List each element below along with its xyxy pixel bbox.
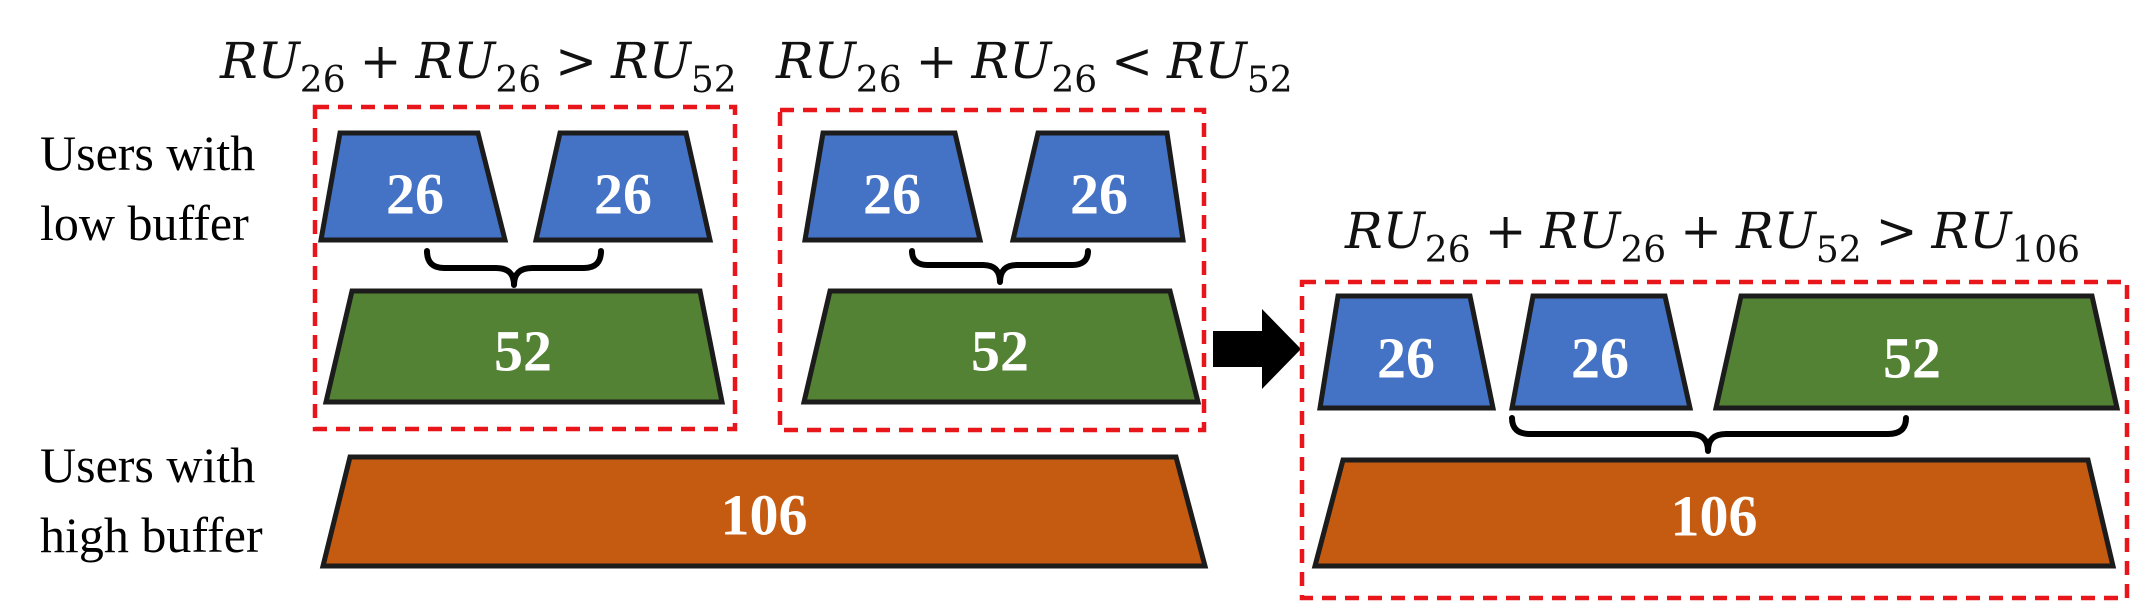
left-brace (424, 248, 604, 288)
mid-ru52-block (800, 288, 1202, 405)
mid-ru52-label: 52 (971, 319, 1029, 384)
low-buffer-label-line2: low buffer (40, 195, 249, 251)
right-ru52-label: 52 (1883, 326, 1941, 391)
right-ru26-block-b (1508, 293, 1694, 411)
left-ru52-block (322, 288, 726, 405)
condition-right: RU26+RU26+RU52>RU106 (1344, 202, 2080, 271)
mid-ru26-block-a (802, 130, 984, 243)
right-ru106-block (1311, 457, 2117, 569)
right-ru26-block-a (1317, 293, 1497, 411)
condition-middle: RU26+RU26<RU52 (775, 32, 1293, 101)
right-brace (1509, 415, 1909, 454)
right-ru26-label-a: 26 (1377, 326, 1435, 391)
mid-ru26-block-b (1009, 130, 1186, 243)
middle-brace (909, 248, 1091, 285)
left-ru26-block-b (532, 130, 714, 243)
right-ru106-label: 106 (1671, 484, 1758, 549)
right-arrow-icon (1213, 309, 1301, 389)
high-buffer-label-line2: high buffer (40, 507, 263, 563)
low-buffer-label-line1: Users with (40, 125, 255, 181)
right-ru52-block (1712, 293, 2121, 411)
middle-group-box (777, 107, 1207, 433)
left-ru26-block-a (318, 130, 509, 243)
high-ru106-block (319, 454, 1209, 569)
mid-ru26-label-b: 26 (1070, 162, 1128, 227)
high-ru106-label: 106 (721, 483, 808, 548)
left-ru52-label: 52 (494, 319, 552, 384)
right-group-box (1299, 279, 2130, 601)
right-ru26-label-b: 26 (1571, 326, 1629, 391)
high-buffer-label-line1: Users with (40, 437, 255, 493)
left-ru26-label-b: 26 (594, 162, 652, 227)
left-ru26-label-a: 26 (386, 162, 444, 227)
left-group-box (312, 104, 738, 432)
condition-left: RU26+RU26>RU52 (219, 32, 737, 101)
mid-ru26-label-a: 26 (863, 162, 921, 227)
